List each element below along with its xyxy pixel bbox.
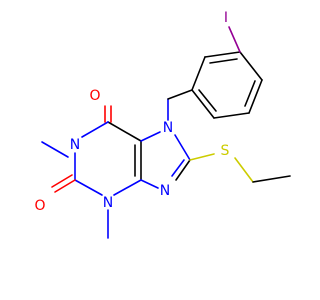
- bond-c8-n9: [175, 159, 191, 181]
- bond-ar4-ar5: [248, 79, 263, 114]
- bond-ar6-ar1: [191, 89, 215, 119]
- bond-ar1-ar2: [191, 56, 206, 91]
- bond-n9-c4: [140, 179, 159, 189]
- bond-n1-c6: [81, 121, 109, 138]
- bond-ar4-ar5-inner: [244, 80, 256, 107]
- atom-nitrogen-methyl: N: [70, 137, 80, 153]
- atom-sulfur: S: [221, 143, 230, 159]
- atom-oxygen-top: O: [89, 88, 100, 104]
- bond-ar3-ar4: [239, 51, 263, 81]
- bond-ar2-ar3: [204, 51, 241, 58]
- bond-ar3-iodine: [228, 26, 241, 53]
- bond-c8-sulfur: [189, 153, 215, 161]
- bond-ar5-ar6: [213, 112, 250, 119]
- atom-nitrogen-imidazole: N: [160, 183, 170, 199]
- bond-c6-c5: [107, 121, 142, 142]
- atom-oxygen-left: O: [34, 198, 45, 214]
- molecule-canvas: O O N N N N S I: [34, 10, 291, 239]
- bond-ar2-ar3-inner: [209, 58, 238, 64]
- bond-n7-c8: [174, 134, 191, 161]
- atom-iodine: I: [224, 10, 228, 26]
- atom-nitrogen-benzyl: N: [163, 120, 173, 136]
- bond-ethyl: [252, 175, 291, 183]
- bond-n3-c2: [74, 179, 103, 196]
- bond-ar6-ar1-inner: [198, 89, 217, 112]
- bond-sulfur-ch2: [234, 157, 254, 183]
- bond-ch2-aryl: [167, 89, 193, 100]
- bond-c4-n3: [113, 179, 142, 196]
- atom-nitrogen-bottom: N: [103, 195, 113, 211]
- bond-n1-methyl: [41, 141, 69, 158]
- bond-c8-n9-inner: [171, 159, 185, 177]
- bond-c2-o-left: [54, 179, 76, 193]
- bond-c5-n7: [140, 131, 161, 142]
- bond-c2-o-left-2: [51, 174, 73, 188]
- molecule-structure: O O N N N N S I: [34, 10, 291, 239]
